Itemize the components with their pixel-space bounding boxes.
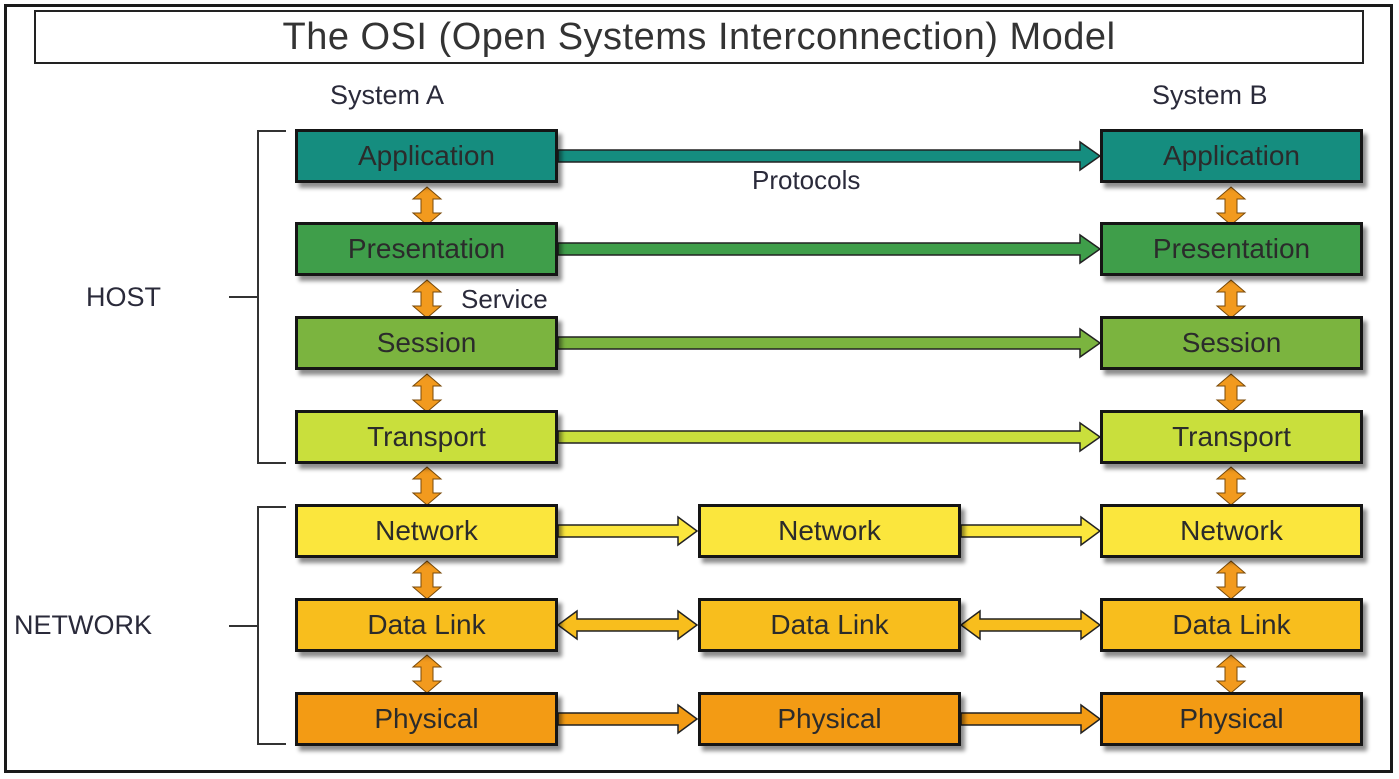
protocols-label: Protocols <box>752 165 861 195</box>
diagram-frame <box>4 4 1393 773</box>
system-b-transport-layer: Transport <box>1100 410 1363 464</box>
layer-label: Presentation <box>347 233 506 264</box>
system-b-application-layer: Application <box>1100 129 1363 183</box>
system-a-transport-layer: Transport <box>295 410 558 464</box>
layer-label: Application <box>358 140 495 171</box>
protocol-arrow-presentation <box>557 233 1102 265</box>
datalink-arrow-mid-b <box>959 609 1102 641</box>
system-b-label: System B <box>1152 80 1268 110</box>
physical-arrow-mid-to-b <box>960 703 1102 735</box>
system-b-session-layer: Session <box>1100 316 1363 370</box>
service-arrow-a-4 <box>411 466 443 506</box>
system-b-presentation-layer: Presentation <box>1100 222 1363 276</box>
host-label: HOST <box>86 282 162 312</box>
intermediate-network-layer: Network <box>698 504 961 558</box>
layer-label: Network <box>375 515 478 546</box>
layer-label: Network <box>778 515 881 546</box>
system-b-physical-layer: Physical <box>1100 692 1363 746</box>
service-arrow-a-1 <box>411 186 443 226</box>
service-arrow-b-5 <box>1215 560 1247 600</box>
system-a-physical-layer: Physical <box>295 692 558 746</box>
service-label: Service <box>461 284 548 314</box>
layer-label: Network <box>1180 515 1283 546</box>
layer-label: Transport <box>1172 421 1291 452</box>
service-arrow-a-6 <box>411 654 443 694</box>
layer-label: Application <box>1163 140 1300 171</box>
layer-label: Physical <box>777 703 882 734</box>
layer-label: Data Link <box>770 609 889 640</box>
layer-label: Data Link <box>1172 609 1291 640</box>
intermediate-data-link-layer: Data Link <box>698 598 961 652</box>
datalink-arrow-a-mid <box>556 609 699 641</box>
system-a-application-layer: Application <box>295 129 558 183</box>
layer-label: Transport <box>367 421 486 452</box>
system-a-session-layer: Session <box>295 316 558 370</box>
protocol-arrow-application <box>557 140 1102 172</box>
title-box: The OSI (Open Systems Interconnection) M… <box>34 10 1364 64</box>
protocol-arrow-transport <box>557 421 1102 453</box>
system-a-data-link-layer: Data Link <box>295 598 558 652</box>
service-arrow-a-5 <box>411 560 443 600</box>
network-arrow-mid-to-b <box>960 515 1102 547</box>
physical-arrow-a-to-mid <box>557 703 699 735</box>
service-arrow-a-2 <box>411 279 443 319</box>
service-arrow-b-4 <box>1215 466 1247 506</box>
host-bracket <box>229 130 286 464</box>
layer-label: Data Link <box>367 609 486 640</box>
system-a-presentation-layer: Presentation <box>295 222 558 276</box>
service-arrow-b-6 <box>1215 654 1247 694</box>
layer-label: Session <box>1181 327 1282 358</box>
system-b-data-link-layer: Data Link <box>1100 598 1363 652</box>
layer-label: Physical <box>1179 703 1284 734</box>
layer-label: Physical <box>374 703 479 734</box>
intermediate-physical-layer: Physical <box>698 692 961 746</box>
service-arrow-a-3 <box>411 373 443 413</box>
network-label: NETWORK <box>14 610 152 640</box>
layer-label: Session <box>376 327 477 358</box>
layer-label: Presentation <box>1152 233 1311 264</box>
service-arrow-b-1 <box>1215 186 1247 226</box>
service-arrow-b-3 <box>1215 373 1247 413</box>
system-b-network-layer: Network <box>1100 504 1363 558</box>
network-arrow-a-to-mid <box>557 515 699 547</box>
protocol-arrow-session <box>557 327 1102 359</box>
system-a-label: System A <box>330 80 445 110</box>
service-arrow-b-2 <box>1215 279 1247 319</box>
system-a-network-layer: Network <box>295 504 558 558</box>
diagram-title: The OSI (Open Systems Interconnection) M… <box>282 15 1116 58</box>
network-bracket <box>229 506 286 745</box>
